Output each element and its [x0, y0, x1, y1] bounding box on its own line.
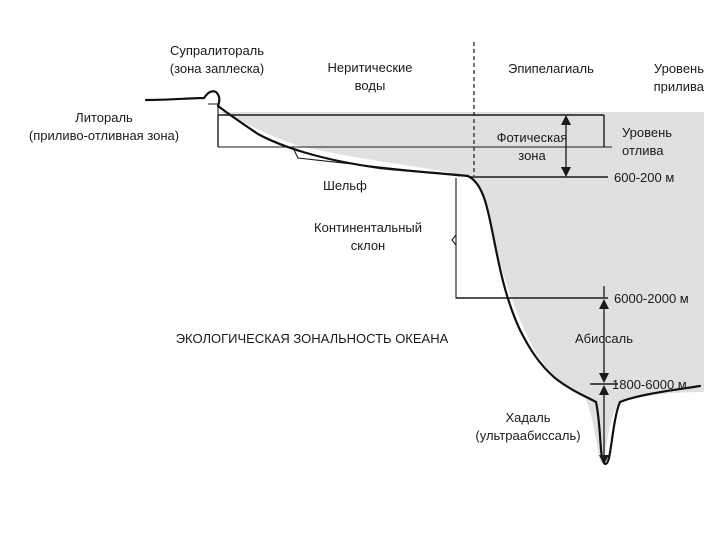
epipelagial-label: Эпипелагиаль — [508, 61, 594, 76]
slope-label-1: Континентальный — [314, 220, 422, 235]
depth-label-2: 6000-2000 м — [614, 291, 689, 306]
low-tide-label-1: Уровень — [622, 125, 672, 140]
depth-label-3: 1800-6000 м — [612, 377, 687, 392]
littoral-label-2: (приливо-отливная зона) — [29, 128, 179, 143]
low-tide-label-2: отлива — [622, 143, 664, 158]
photic-label-2: зона — [518, 148, 546, 163]
diagram-title: ЭКОЛОГИЧЕСКАЯ ЗОНАЛЬНОСТЬ ОКЕАНА — [176, 331, 449, 346]
neritic-label-2: воды — [355, 78, 386, 93]
supralittoral-label-1: Супралитораль — [170, 43, 264, 58]
depth-label-1: 600-200 м — [614, 170, 674, 185]
slope-label-2: склон — [351, 238, 385, 253]
littoral-label-1: Литораль — [75, 110, 133, 125]
hadal-label-2: (ультраабиссаль) — [475, 428, 580, 443]
ocean-water-area — [218, 112, 704, 463]
slope-bracket-notch — [452, 235, 456, 245]
neritic-label-1: Неритические — [327, 60, 412, 75]
high-tide-label-2: прилива — [654, 79, 705, 94]
supralittoral-bracket — [208, 104, 218, 115]
high-tide-label-1: Уровень — [654, 61, 704, 76]
supralittoral-label-2: (зона заплеска) — [170, 61, 264, 76]
shelf-label: Шельф — [323, 178, 367, 193]
abyssal-label: Абиссаль — [575, 331, 633, 346]
hadal-label-1: Хадаль — [505, 410, 550, 425]
photic-label-1: Фотическая — [497, 130, 568, 145]
